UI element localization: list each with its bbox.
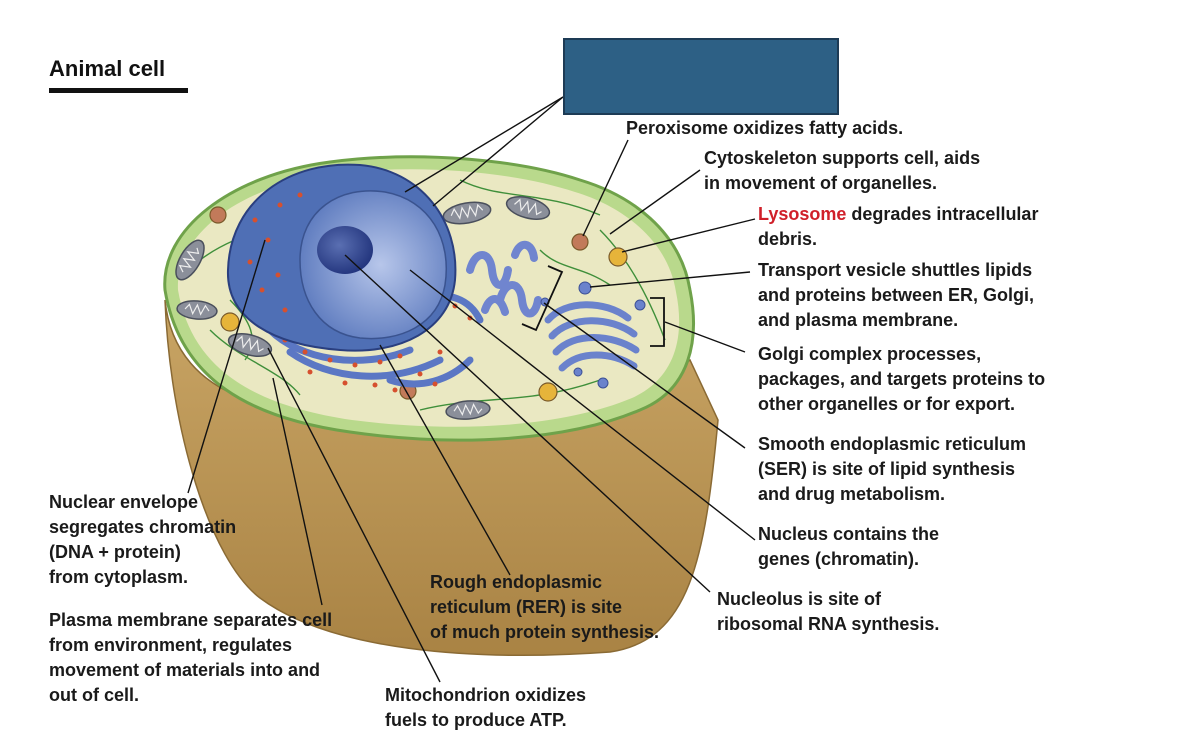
mitochondria: [175, 196, 551, 420]
lysosome-term: Lysosome: [758, 204, 847, 224]
label-cytoskeleton: Cytoskeleton supports cell, aids in move…: [704, 148, 981, 193]
label-golgi: Golgi complex processes, packages, and t…: [758, 344, 1046, 414]
label-rer: Rough endoplasmic reticulum (RER) is sit…: [430, 572, 660, 642]
peroxisome-icon: [209, 206, 227, 224]
mitochondrion-icon: [442, 201, 492, 225]
golgi-bracket: [650, 297, 665, 347]
label-nuclear-envelope: Nuclear envelope segregates chromatin (D…: [49, 492, 237, 587]
title-underline: [49, 88, 188, 93]
label-transport-vesicle: Transport vesicle shuttles lipids and pr…: [758, 260, 1035, 330]
label-plasma-membrane: Plasma membrane separates cell from envi…: [49, 610, 333, 705]
lysosome-description: degrades intracellular debris.: [758, 204, 1039, 249]
mitochondrion-icon: [175, 239, 205, 281]
transport-vesicles: [540, 281, 646, 389]
smooth-er: [466, 240, 542, 318]
lysosome-icon: [220, 312, 240, 332]
mitochondrion-icon: [176, 300, 218, 320]
lysosome-icon: [538, 382, 558, 402]
lysosome-icon: [608, 247, 628, 267]
mitochondrion-icon: [505, 196, 551, 220]
ser-bracket: [521, 265, 564, 332]
label-mitochondrion: Mitochondrion oxidizes fuels to produce …: [385, 685, 586, 730]
label-peroxisome: Peroxisome oxidizes fatty acids.: [626, 118, 904, 138]
nucleolus-icon: [317, 226, 373, 274]
label-nucleolus: Nucleolus is site of ribosomal RNA synth…: [717, 589, 940, 634]
diagram-title: Animal cell: [49, 56, 166, 81]
small-organelles: [209, 206, 628, 402]
mitochondrion-icon: [227, 333, 273, 357]
mitochondrion-icon: [445, 400, 491, 420]
answer-box[interactable]: [563, 38, 839, 115]
peroxisome-icon: [571, 233, 589, 251]
label-nucleus: Nucleus contains the genes (chromatin).: [758, 524, 940, 569]
label-ser: Smooth endoplasmic reticulum (SER) is si…: [758, 434, 1027, 504]
label-lysosome: Lysosome degrades intracellular debris.: [758, 202, 1038, 252]
leader-lines: [187, 96, 756, 683]
